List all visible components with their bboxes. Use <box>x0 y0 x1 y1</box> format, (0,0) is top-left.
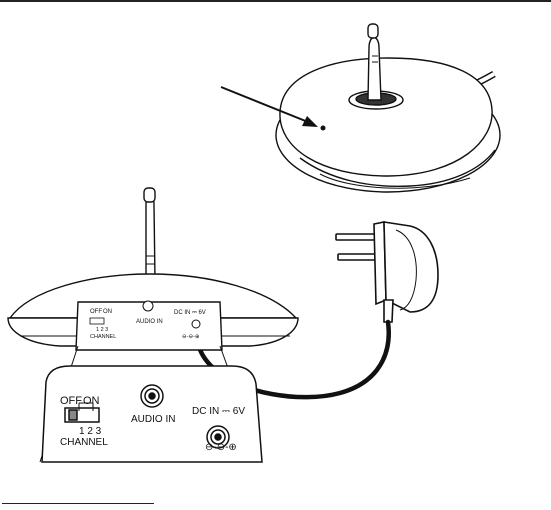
small-switch-positions: 1 2 3 <box>96 327 108 333</box>
transmitter-rear-view <box>8 188 298 350</box>
zoom-channel-label: CHANNEL <box>60 437 108 448</box>
small-audio-jack <box>143 301 153 311</box>
small-switch-on-label: ON <box>103 309 112 315</box>
zoom-switch-positions: 1 2 3 <box>79 426 102 437</box>
zoom-audio-label: AUDIO IN <box>131 414 175 425</box>
zoom-polarity: ⊖-⊖-⊕ <box>205 442 237 453</box>
small-dc-jack <box>192 320 200 328</box>
small-switch-off-label: OFF <box>90 309 102 315</box>
zoom-dc-label: DC IN ⎓ 6V <box>192 406 245 417</box>
transmitter-top-view <box>276 24 500 192</box>
small-audio-label: AUDIO IN <box>136 319 163 325</box>
zoom-switch-off-label: OFF <box>60 395 82 407</box>
small-polarity: ⊖-⊖-⊕ <box>182 334 200 340</box>
ac-adapter <box>336 222 438 322</box>
small-dc-label: DC IN ⎓ 6V <box>174 310 206 316</box>
zoom-switch-on-label: ON <box>83 395 100 407</box>
small-channel-label: CHANNEL <box>90 334 116 340</box>
footnote-rule <box>2 503 154 504</box>
